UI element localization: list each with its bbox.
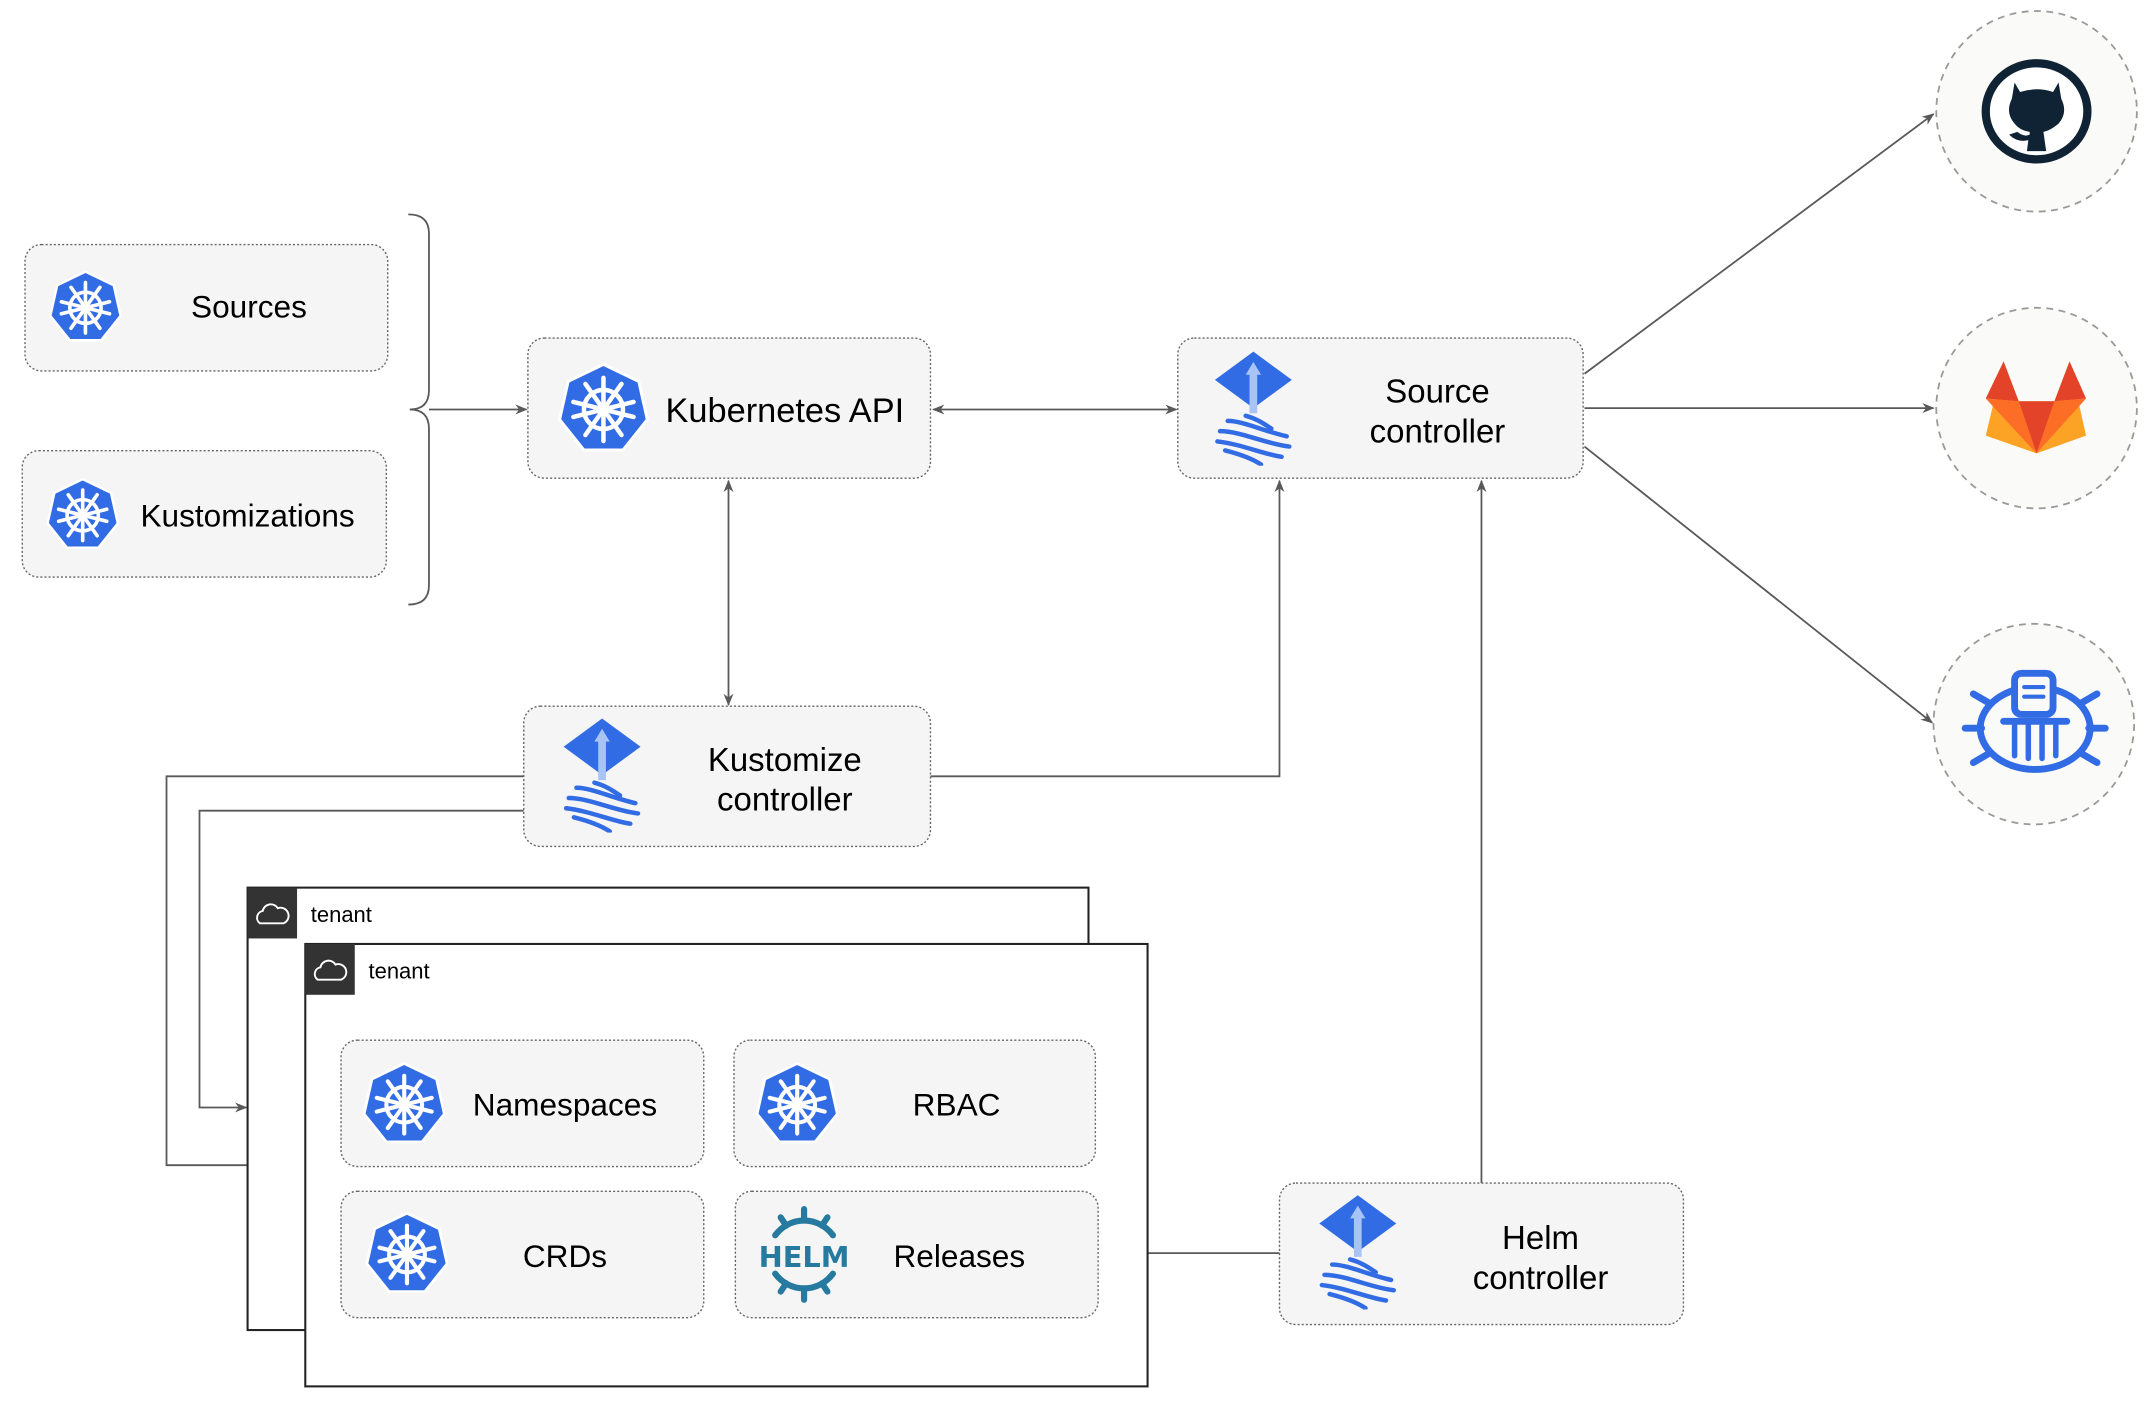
node-kubernetes-api[interactable]: Kubernetes API — [527, 337, 932, 479]
node-label-line1: Source — [1385, 373, 1489, 410]
edge-kustomize-to-tenant-front — [165, 775, 524, 1171]
gitlab-icon — [1985, 361, 2087, 454]
node-label: CRDs — [523, 1238, 607, 1274]
node-label-line2: controller — [1370, 412, 1506, 449]
external-github[interactable] — [1935, 10, 2138, 213]
node-kustomizations[interactable]: Kustomizations — [21, 449, 388, 578]
node-label: Namespaces — [473, 1087, 657, 1123]
external-gitlab[interactable] — [1935, 306, 2138, 510]
edge-kustomize-to-tenant-back — [198, 809, 524, 1113]
helm-icon: HELM — [759, 1206, 850, 1303]
tenant-label: tenant — [311, 902, 372, 927]
node-crds[interactable]: CRDs — [340, 1190, 705, 1319]
node-label: Kubernetes API — [665, 392, 904, 430]
github-icon — [1981, 59, 2092, 164]
helm-repository-icon — [1961, 669, 2109, 773]
grouping-brace — [408, 213, 430, 606]
node-rbac[interactable]: RBAC — [733, 1039, 1097, 1168]
node-namespaces[interactable]: Namespaces — [340, 1039, 705, 1168]
node-label-line1: Kustomize — [708, 741, 862, 778]
node-label-line2: controller — [717, 781, 853, 818]
cloud-icon — [256, 903, 290, 925]
node-helm-controller[interactable]: Helm controller — [1278, 1182, 1685, 1326]
node-label: Sources — [191, 288, 307, 324]
edge-source-to-github — [1583, 113, 1935, 375]
node-label-line1: Helm — [1502, 1219, 1579, 1256]
cloud-icon — [313, 959, 348, 981]
node-label: Kustomizations — [140, 497, 354, 533]
node-source-controller[interactable]: Source controller — [1177, 337, 1584, 479]
external-helm-repository[interactable] — [1932, 622, 2136, 826]
svg-text:HELM: HELM — [759, 1240, 850, 1274]
node-label-line2: controller — [1473, 1259, 1609, 1296]
edge-kustomize-to-source — [930, 479, 1285, 778]
node-label: Releases — [893, 1238, 1025, 1274]
node-label: RBAC — [913, 1087, 1001, 1123]
tenant-label: tenant — [369, 958, 430, 983]
node-sources[interactable]: Sources — [24, 243, 389, 372]
edge-source-to-helm-repo — [1583, 445, 1934, 724]
edges — [165, 113, 1935, 1259]
node-kustomize-controller[interactable]: Kustomize controller — [523, 705, 932, 848]
node-releases[interactable]: HELM Releases — [734, 1190, 1099, 1319]
